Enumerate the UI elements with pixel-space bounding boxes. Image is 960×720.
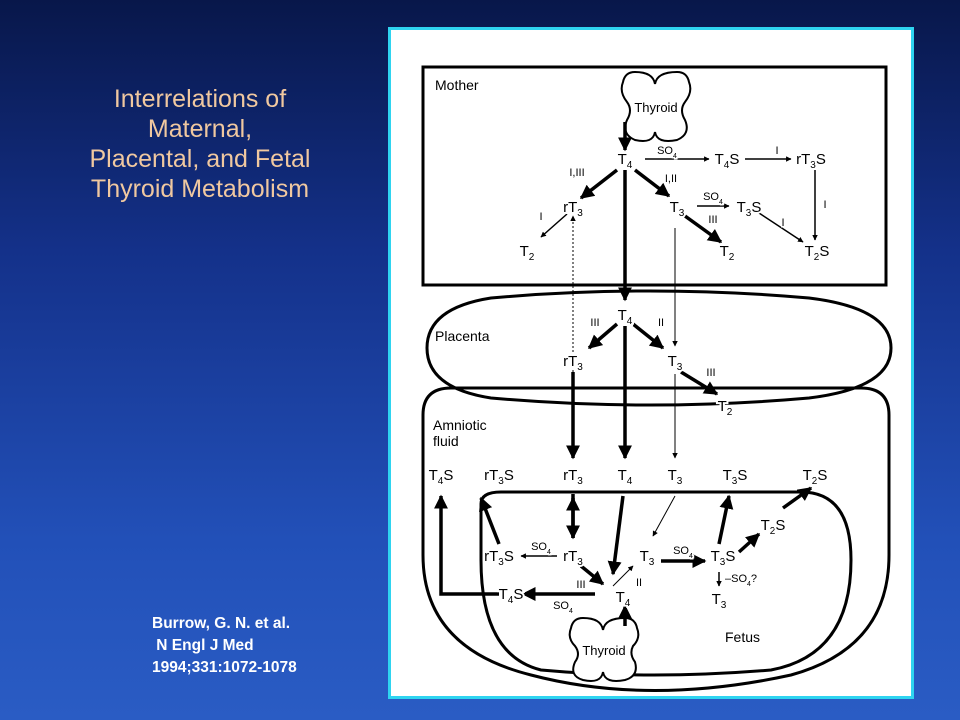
- fetus-compartment: [479, 490, 853, 677]
- fetus-ii-label: II: [636, 577, 642, 589]
- fetus-so4-t4-label: SO4: [553, 600, 573, 615]
- slide-title: Interrelations of Maternal, Placental, a…: [89, 85, 311, 203]
- mother-iii-mid-label: III: [708, 214, 717, 226]
- amniotic-t2s: T2S: [803, 467, 828, 487]
- mother-so4-top-label: SO4: [657, 145, 677, 160]
- mother-t4: T4: [618, 151, 633, 171]
- amniotic-fluid-compartment: [421, 386, 891, 692]
- placenta-t2: T2: [718, 398, 733, 418]
- maternal-thyroid-label: Thyroid: [634, 100, 677, 115]
- mother-i-right-label: I: [823, 199, 826, 211]
- fetus-t2s: T2S: [761, 517, 786, 537]
- mother-t3: T3: [670, 199, 685, 219]
- amniotic-fluid-label-line1: Amniotic: [433, 417, 487, 433]
- transfer-pathway-arrows: [566, 170, 719, 460]
- mother-rt3s: rT3S: [796, 151, 826, 171]
- amniotic-fluid-label-line2: fluid: [433, 433, 459, 449]
- thyroid-metabolism-diagram: Mother Placenta Amniotic fluid Fetus Thy…: [421, 65, 893, 692]
- fetal-thyroid-gland-icon: [568, 616, 640, 682]
- fetus-rt3: rT3: [563, 548, 583, 568]
- fetus-t4: T4: [616, 589, 631, 609]
- fetus-t3-bottom: T3: [712, 591, 727, 611]
- mother-so4-mid-label: SO4: [703, 191, 723, 206]
- mother-t2s: T2S: [805, 243, 830, 263]
- placenta-label: Placenta: [435, 328, 490, 344]
- placenta-ii-right-label: II: [658, 317, 664, 329]
- fetal-pathway-arrows: [434, 486, 813, 626]
- fetus-so4-t3-label: SO4: [673, 545, 693, 560]
- placenta-iii-down-label: III: [706, 367, 715, 379]
- fetus-minus-so4-label: –SO4?: [725, 573, 757, 588]
- mother-rt3: rT3: [563, 199, 583, 219]
- fetus-iii-label: III: [576, 579, 585, 591]
- mother-i-diag-label: I: [781, 217, 784, 229]
- fetus-label: Fetus: [725, 629, 760, 645]
- mother-deiodinase-right-label: I,II: [665, 173, 677, 185]
- amniotic-t3: T3: [668, 467, 683, 487]
- fetus-t3s: T3S: [711, 548, 736, 568]
- fetus-t4s: T4S: [499, 586, 524, 606]
- placenta-rt3: rT3: [563, 353, 583, 373]
- fetal-thyroid-label: Thyroid: [582, 643, 625, 658]
- placenta-iii-left-label: III: [590, 317, 599, 329]
- mother-i-left-label: I: [539, 211, 542, 223]
- amniotic-rt3: rT3: [563, 467, 583, 487]
- maternal-thyroid-gland-icon: [620, 70, 692, 142]
- fetus-t3: T3: [640, 548, 655, 568]
- placenta-t4: T4: [618, 307, 633, 327]
- mother-t3s: T3S: [737, 199, 762, 219]
- placenta-compartment: [425, 289, 893, 407]
- mother-deiodinase-left-label: I,III: [569, 167, 584, 179]
- mother-t4s: T4S: [715, 151, 740, 171]
- amniotic-t4: T4: [618, 467, 633, 487]
- figure-panel: Mother Placenta Amniotic fluid Fetus Thy…: [388, 27, 914, 699]
- amniotic-rt3s: rT3S: [484, 467, 514, 487]
- amniotic-t4s: T4S: [429, 467, 454, 487]
- mother-compartment: [421, 65, 888, 287]
- fetus-rt3s: rT3S: [484, 548, 514, 568]
- mother-label: Mother: [435, 77, 479, 93]
- placenta-t3: T3: [668, 353, 683, 373]
- mother-t2-mid: T2: [720, 243, 735, 263]
- amniotic-t3s: T3S: [723, 467, 748, 487]
- fetus-so4-rt3-label: SO4: [531, 541, 551, 556]
- mother-i-top-label: I: [775, 145, 778, 157]
- mother-t2-left: T2: [520, 243, 535, 263]
- mother-pathway-arrows: [540, 122, 818, 244]
- citation: Burrow, G. N. et al. N Engl J Med 1994;3…: [152, 615, 297, 676]
